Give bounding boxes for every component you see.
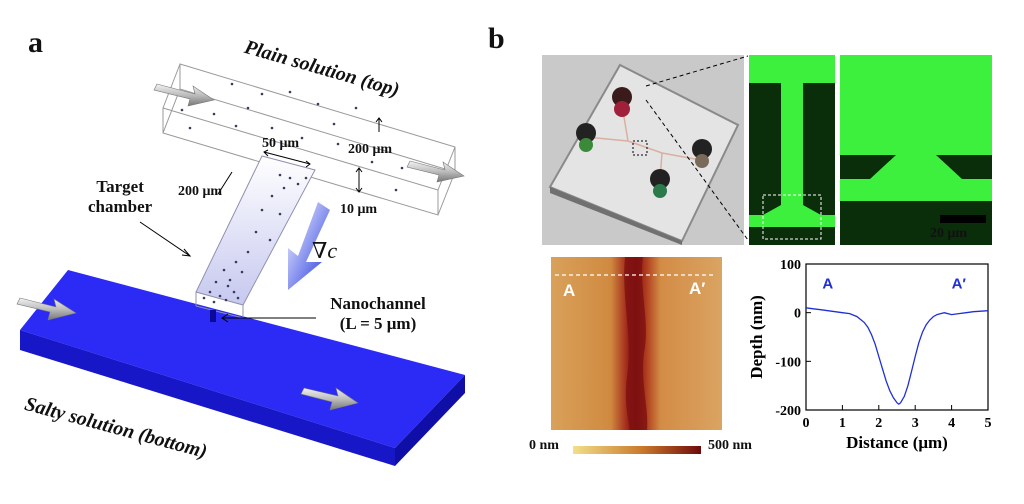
x-tick-label: 0 [803, 416, 810, 431]
x-tick-label: 4 [948, 416, 955, 431]
x-tick-label: 3 [912, 416, 919, 431]
inlet-arrow-top [153, 83, 215, 107]
y-tick-label: 0 [794, 307, 801, 322]
particles [180, 82, 404, 304]
panel-label-a: a [28, 26, 43, 59]
colorbar-min-label: 0 nm [529, 438, 559, 453]
x-tick-label: 5 [985, 416, 992, 431]
dim-width-label: 50 μm [262, 136, 300, 151]
dim-length-label: 200 μm [178, 184, 223, 199]
device-photo [542, 55, 744, 245]
inlet-arrow-bottom [16, 297, 77, 321]
fluorescence-image-overview [749, 55, 835, 245]
dim-height-label: 10 μm [340, 202, 378, 217]
annotation-a-prime: A′ [952, 275, 967, 292]
scale-bar-label: 20 μm [930, 226, 968, 241]
dim-top-channel-label: 200 μm [348, 142, 393, 157]
outlet-arrow-bottom [300, 387, 359, 411]
plot-frame [805, 263, 989, 411]
device-schematic [16, 63, 465, 466]
afm-image: A A′ [551, 257, 722, 430]
y-tick-label: -100 [775, 355, 801, 370]
x-tick-label: 1 [839, 416, 846, 431]
gradient-symbol: ∇c [312, 238, 338, 263]
x-axis-label: Distance (μm) [846, 433, 948, 452]
target-chamber [195, 155, 316, 319]
x-tick-label: 2 [875, 416, 882, 431]
y-axis-label: Depth (nm) [747, 295, 766, 379]
nanochannel-marker [210, 310, 216, 322]
y-tick-label: -200 [775, 404, 801, 419]
zoom-guide-lines [645, 55, 749, 241]
depth-profile-line [805, 307, 989, 406]
afm-label-a-prime: A′ [689, 279, 706, 298]
y-tick-label: 100 [780, 258, 801, 273]
gradient-arrow [288, 202, 330, 290]
panel-label-b: b [488, 22, 505, 55]
dimension-lines [139, 117, 383, 323]
afm-label-a: A [563, 281, 576, 300]
colorbar-max-label: 500 nm [708, 438, 752, 453]
outlet-arrow-top [406, 160, 465, 183]
nanochannel-label: Nanochannel(L = 5 μm) [330, 294, 426, 333]
annotation-a: A [822, 275, 833, 292]
fluorescence-image-zoom [840, 55, 992, 245]
afm-colorbar [573, 446, 701, 454]
